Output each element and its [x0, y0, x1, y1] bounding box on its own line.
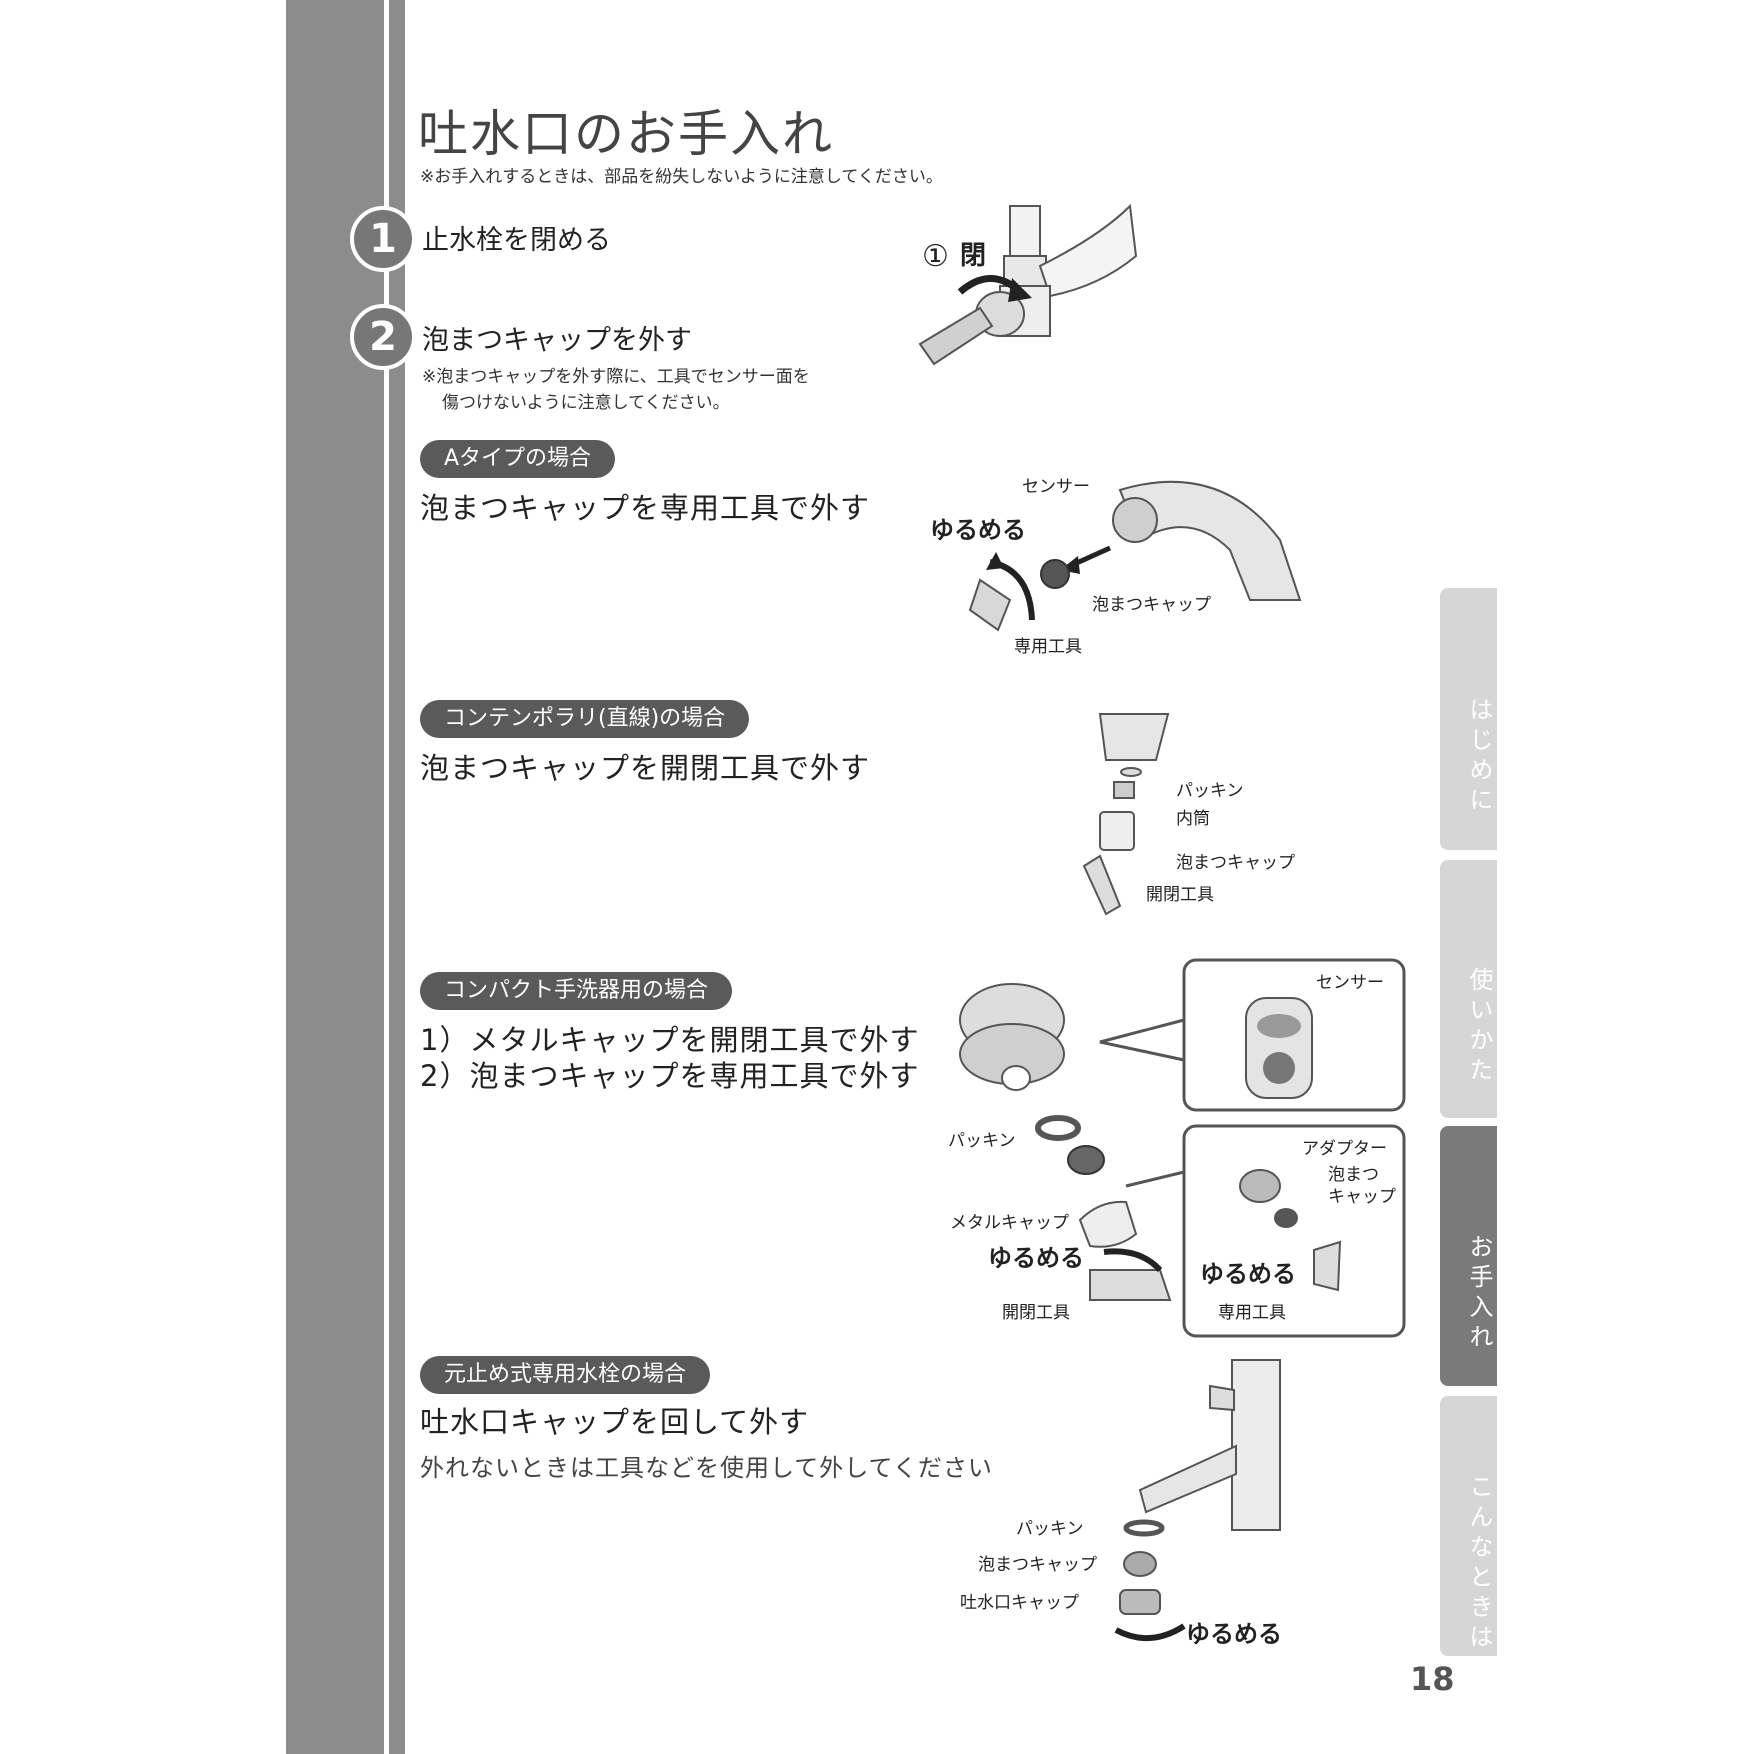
step-number-1: 1 [350, 206, 416, 272]
close-label: 閉 [960, 241, 986, 271]
badge-motodome: 元止め式専用水栓の場合 [420, 1356, 711, 1394]
foam-cap-icon [1040, 559, 1070, 589]
side-tab-usage[interactable]: 使いかた [1440, 860, 1497, 1118]
label-outlet-cap: 吐水口キャップ [960, 1593, 1079, 1613]
special-tool-icon [968, 578, 1012, 632]
badge-a-type: Aタイプの場合 [420, 440, 616, 478]
label-foam-cap: 泡まつキャップ [1092, 595, 1211, 615]
label-metal-cap: メタルキャップ [950, 1213, 1069, 1233]
step-1-text: 止水栓を閉める [422, 225, 611, 256]
opener-tool-icon [1082, 854, 1122, 916]
label-opener-tool: 開閉工具 [1146, 885, 1214, 905]
motodome-subtext: 外れないときは工具などを使用して外してください [420, 1454, 993, 1482]
label-foam-cap: 泡まつキャップ [978, 1555, 1097, 1575]
label-loosen-2: ゆるめる [1200, 1260, 1296, 1288]
label-loosen: ゆるめる [988, 1244, 1084, 1272]
page-number: 18 [1410, 1660, 1455, 1698]
page-note: ※お手入れするときは、部品を紛失しないように注意してください。 [420, 167, 943, 187]
label-sensor: センサー [1022, 477, 1090, 497]
label-packing: パッキン [1176, 781, 1244, 801]
step-2-note-line2: 傷つけないように注意してください。 [442, 393, 730, 413]
opener-tool-icon [1089, 1269, 1172, 1301]
label-foam-cap-line1: 泡まつ [1328, 1165, 1379, 1185]
label-packing: パッキン [1016, 1519, 1084, 1539]
heading-contemporary: 泡まつキャップを開閉工具で外す [420, 751, 871, 785]
label-foam-cap-line2: キャップ [1328, 1187, 1396, 1207]
stop-valve-illustration: ① 閉 [918, 203, 1138, 366]
heading-compact-2: 2）泡まつキャップを専用工具で外す [420, 1059, 920, 1093]
label-loosen: ゆるめる [930, 516, 1026, 544]
label-sensor: センサー [1316, 973, 1384, 993]
page-title: 吐水口のお手入れ [418, 105, 834, 163]
loosen-arrow-icon [1114, 1623, 1186, 1642]
label-packing: パッキン [948, 1131, 1016, 1151]
metal-cap-icon [1078, 1200, 1138, 1248]
compact-illustration: センサー パッキン メタルキャップ ゆるめる 開閉工具 アダプター 泡まつ キャ… [948, 958, 1406, 1338]
label-special-tool: 専用工具 [1014, 637, 1082, 657]
step-2-note-line1: ※泡まつキャップを外す際に、工具でセンサー面を [422, 367, 810, 387]
motodome-illustration: パッキン 泡まつキャップ 吐水口キャップ ゆるめる [960, 1359, 1282, 1648]
badge-compact: コンパクト手洗器用の場合 [420, 972, 733, 1010]
adapter-callout-box [1182, 1124, 1406, 1338]
label-opener-tool: 開閉工具 [1002, 1303, 1070, 1323]
contemporary-illustration: パッキン 内筒 泡まつキャップ 開閉工具 [1082, 713, 1295, 916]
side-tab-introduction[interactable]: はじめに [1440, 588, 1497, 850]
heading-compact-1: 1）メタルキャップを開閉工具で外す [420, 1023, 920, 1057]
label-foam-cap: 泡まつキャップ [1176, 853, 1295, 873]
label-special-tool: 専用工具 [1218, 1303, 1286, 1323]
left-margin-line [384, 0, 389, 1754]
faucet-spout [1138, 1444, 1237, 1514]
valve-key-icon [918, 306, 994, 366]
side-tab-maintenance[interactable]: お手入れ [1440, 1126, 1497, 1386]
faucet-body [1231, 1359, 1281, 1531]
label-adapter: アダプター [1302, 1139, 1387, 1159]
side-tab-troubleshooting[interactable]: こんなときは [1440, 1396, 1497, 1656]
badge-contemporary: コンテンポラリ(直線)の場合 [420, 700, 750, 738]
label-inner-tube: 内筒 [1176, 809, 1210, 829]
a-type-illustration: センサー ゆるめる 泡まつキャップ 専用工具 [930, 477, 1302, 657]
close-mark: ① [922, 239, 949, 274]
heading-motodome: 吐水口キャップを回して外す [420, 1405, 810, 1439]
contemporary-spout [1098, 713, 1170, 761]
label-loosen: ゆるめる [1186, 1620, 1282, 1648]
step-2-text: 泡まつキャップを外す [422, 325, 692, 356]
a-type-spout [1118, 480, 1302, 601]
heading-a-type: 泡まつキャップを専用工具で外す [420, 491, 871, 525]
step-number-2: 2 [350, 304, 416, 370]
